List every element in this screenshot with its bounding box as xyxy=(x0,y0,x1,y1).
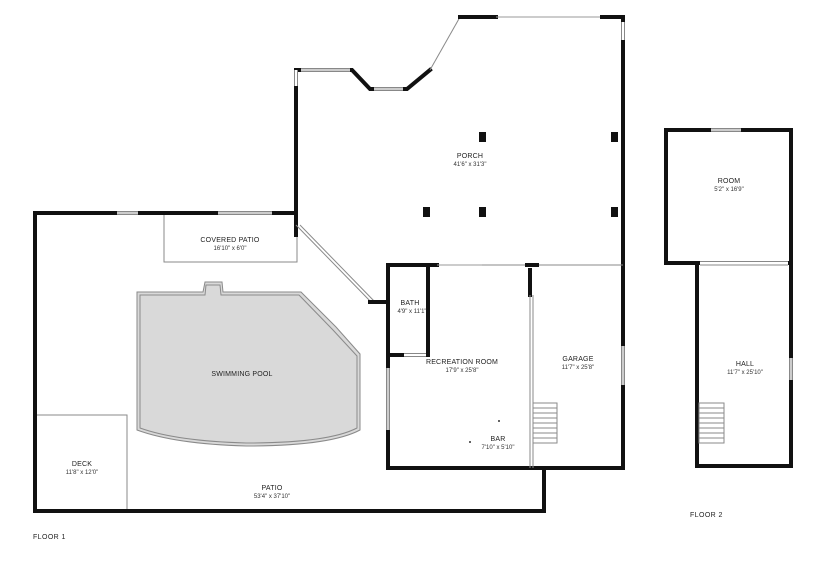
hall-dim: 11'7" x 25'10" xyxy=(727,370,763,376)
swimming-pool-shape xyxy=(136,281,361,447)
porch-wall xyxy=(294,67,433,237)
deck-label: DECK xyxy=(72,461,92,468)
porch-post xyxy=(479,132,486,142)
porch-post xyxy=(611,207,618,217)
patio-label: PATIO xyxy=(262,485,283,492)
porch-post xyxy=(611,132,618,142)
patio-dim: 53'4" x 37'10" xyxy=(254,494,290,500)
porch-post xyxy=(479,207,486,217)
garage-label: GARAGE xyxy=(562,356,593,363)
bath-label: BATH xyxy=(401,300,420,307)
room-label: ROOM xyxy=(718,178,741,185)
room-dim: 5'2" x 16'9" xyxy=(714,187,744,193)
floor1-label: FLOOR 1 xyxy=(33,534,66,541)
garage-stairs xyxy=(532,402,558,444)
bath-wall xyxy=(386,266,430,357)
porch-label: PORCH xyxy=(457,153,483,160)
covered-patio-dim: 16'10" x 6'0" xyxy=(214,246,247,252)
porch-dim: 41'6" x 31'3" xyxy=(454,162,487,168)
swimming-pool-label: SWIMMING POOL xyxy=(211,371,272,378)
bath-dim: 4'9" x 11'1" xyxy=(397,309,426,315)
hall-stairs xyxy=(698,402,725,444)
deck-outline xyxy=(36,414,128,510)
covered-patio-label: COVERED PATIO xyxy=(200,237,259,244)
recreation-room-dim: 17'9" x 25'8" xyxy=(446,368,479,374)
covered-patio-outline xyxy=(163,215,298,263)
floor2-label: FLOOR 2 xyxy=(690,512,723,519)
bar-label: BAR xyxy=(491,436,506,443)
porch-post xyxy=(423,207,430,217)
floor2-room-wall xyxy=(664,128,793,265)
bar-dim: 7'10" x 5'10" xyxy=(482,445,515,451)
garage-dim: 11'7" x 25'8" xyxy=(562,365,594,371)
hall-label: HALL xyxy=(736,361,754,368)
deck-dim: 11'8" x 12'0" xyxy=(66,470,98,476)
recreation-room-label: RECREATION ROOM xyxy=(426,359,498,366)
